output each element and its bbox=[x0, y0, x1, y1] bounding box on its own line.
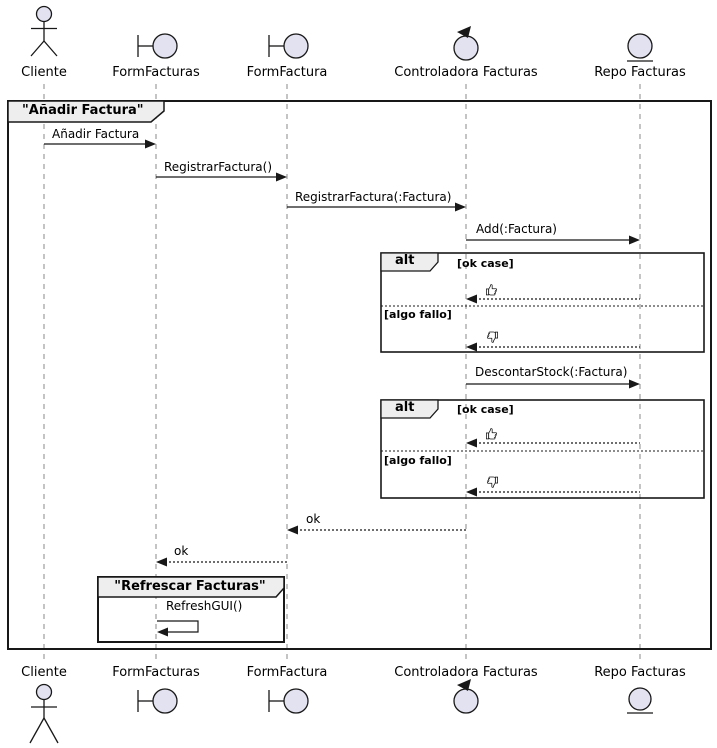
lifelines bbox=[43, 84, 641, 663]
alt1-condition-ok: [ok case] bbox=[457, 257, 514, 270]
actor-icon bbox=[29, 683, 59, 744]
participant-label-controladora: Controladora Facturas bbox=[394, 65, 538, 80]
frame-title-refrescar-facturas: "Refrescar Facturas" bbox=[114, 579, 266, 594]
alt-operator-tab bbox=[380, 399, 439, 419]
participant-label-formfactura-bottom: FormFactura bbox=[246, 665, 328, 680]
participant-label-controladora-bottom: Controladora Facturas bbox=[394, 665, 538, 680]
entity-icon bbox=[627, 33, 653, 62]
participant-label-formfactura: FormFactura bbox=[246, 65, 328, 80]
participant-label-repo: Repo Facturas bbox=[594, 65, 686, 80]
alt1-operator-label: alt bbox=[395, 253, 415, 268]
alt-operator-tab bbox=[380, 252, 439, 272]
actor-icon bbox=[30, 5, 58, 57]
message-label-registrarfactura-arg: RegistrarFactura(:Factura) bbox=[295, 190, 452, 204]
participant-label-repo-bottom: Repo Facturas bbox=[594, 665, 686, 680]
thumbs-down-icon bbox=[486, 476, 498, 488]
control-icon bbox=[453, 26, 479, 61]
alt1-condition-fail: [algo fallo] bbox=[384, 308, 452, 321]
thumbs-down-icon bbox=[486, 331, 498, 343]
frame-title-tab bbox=[7, 100, 165, 123]
alt2-condition-fail: [algo fallo] bbox=[384, 454, 452, 467]
frame-refrescar-facturas bbox=[97, 576, 285, 643]
alt-frame-1 bbox=[380, 252, 705, 353]
boundary-icon bbox=[137, 33, 178, 59]
alt-frame-2 bbox=[380, 399, 705, 499]
thumbs-up-icon bbox=[486, 284, 498, 296]
control-icon bbox=[453, 679, 479, 714]
boundary-icon bbox=[268, 688, 309, 714]
boundary-icon bbox=[268, 33, 309, 59]
participant-label-formfacturas-bottom: FormFacturas bbox=[112, 665, 200, 680]
participant-label-cliente: Cliente bbox=[21, 65, 67, 80]
message-label-anadir-factura: Añadir Factura bbox=[52, 127, 140, 141]
entity-icon bbox=[627, 687, 653, 714]
alt2-condition-ok: [ok case] bbox=[457, 403, 514, 416]
boundary-icon bbox=[137, 688, 178, 714]
self-message-loop bbox=[157, 620, 199, 633]
message-arrowheads bbox=[145, 139, 640, 637]
message-label-add-factura: Add(:Factura) bbox=[476, 222, 557, 236]
frame-title-tab bbox=[97, 576, 285, 598]
frame-title-anadir-factura: "Añadir Factura" bbox=[22, 103, 144, 118]
participant-label-cliente-bottom: Cliente bbox=[21, 665, 67, 680]
message-arrows bbox=[44, 143, 640, 633]
message-label-registrarfactura: RegistrarFactura() bbox=[164, 160, 273, 174]
message-label-ok-2: ok bbox=[174, 544, 189, 558]
message-label-descontarstock: DescontarStock(:Factura) bbox=[475, 365, 628, 379]
participant-label-formfacturas: FormFacturas bbox=[112, 65, 200, 80]
thumbs-up-icon bbox=[486, 428, 498, 440]
alt2-operator-label: alt bbox=[395, 400, 415, 415]
frame-anadir-factura bbox=[7, 100, 712, 650]
message-label-ok-1: ok bbox=[306, 512, 321, 526]
message-label-refreshgui: RefreshGUI() bbox=[166, 599, 243, 613]
